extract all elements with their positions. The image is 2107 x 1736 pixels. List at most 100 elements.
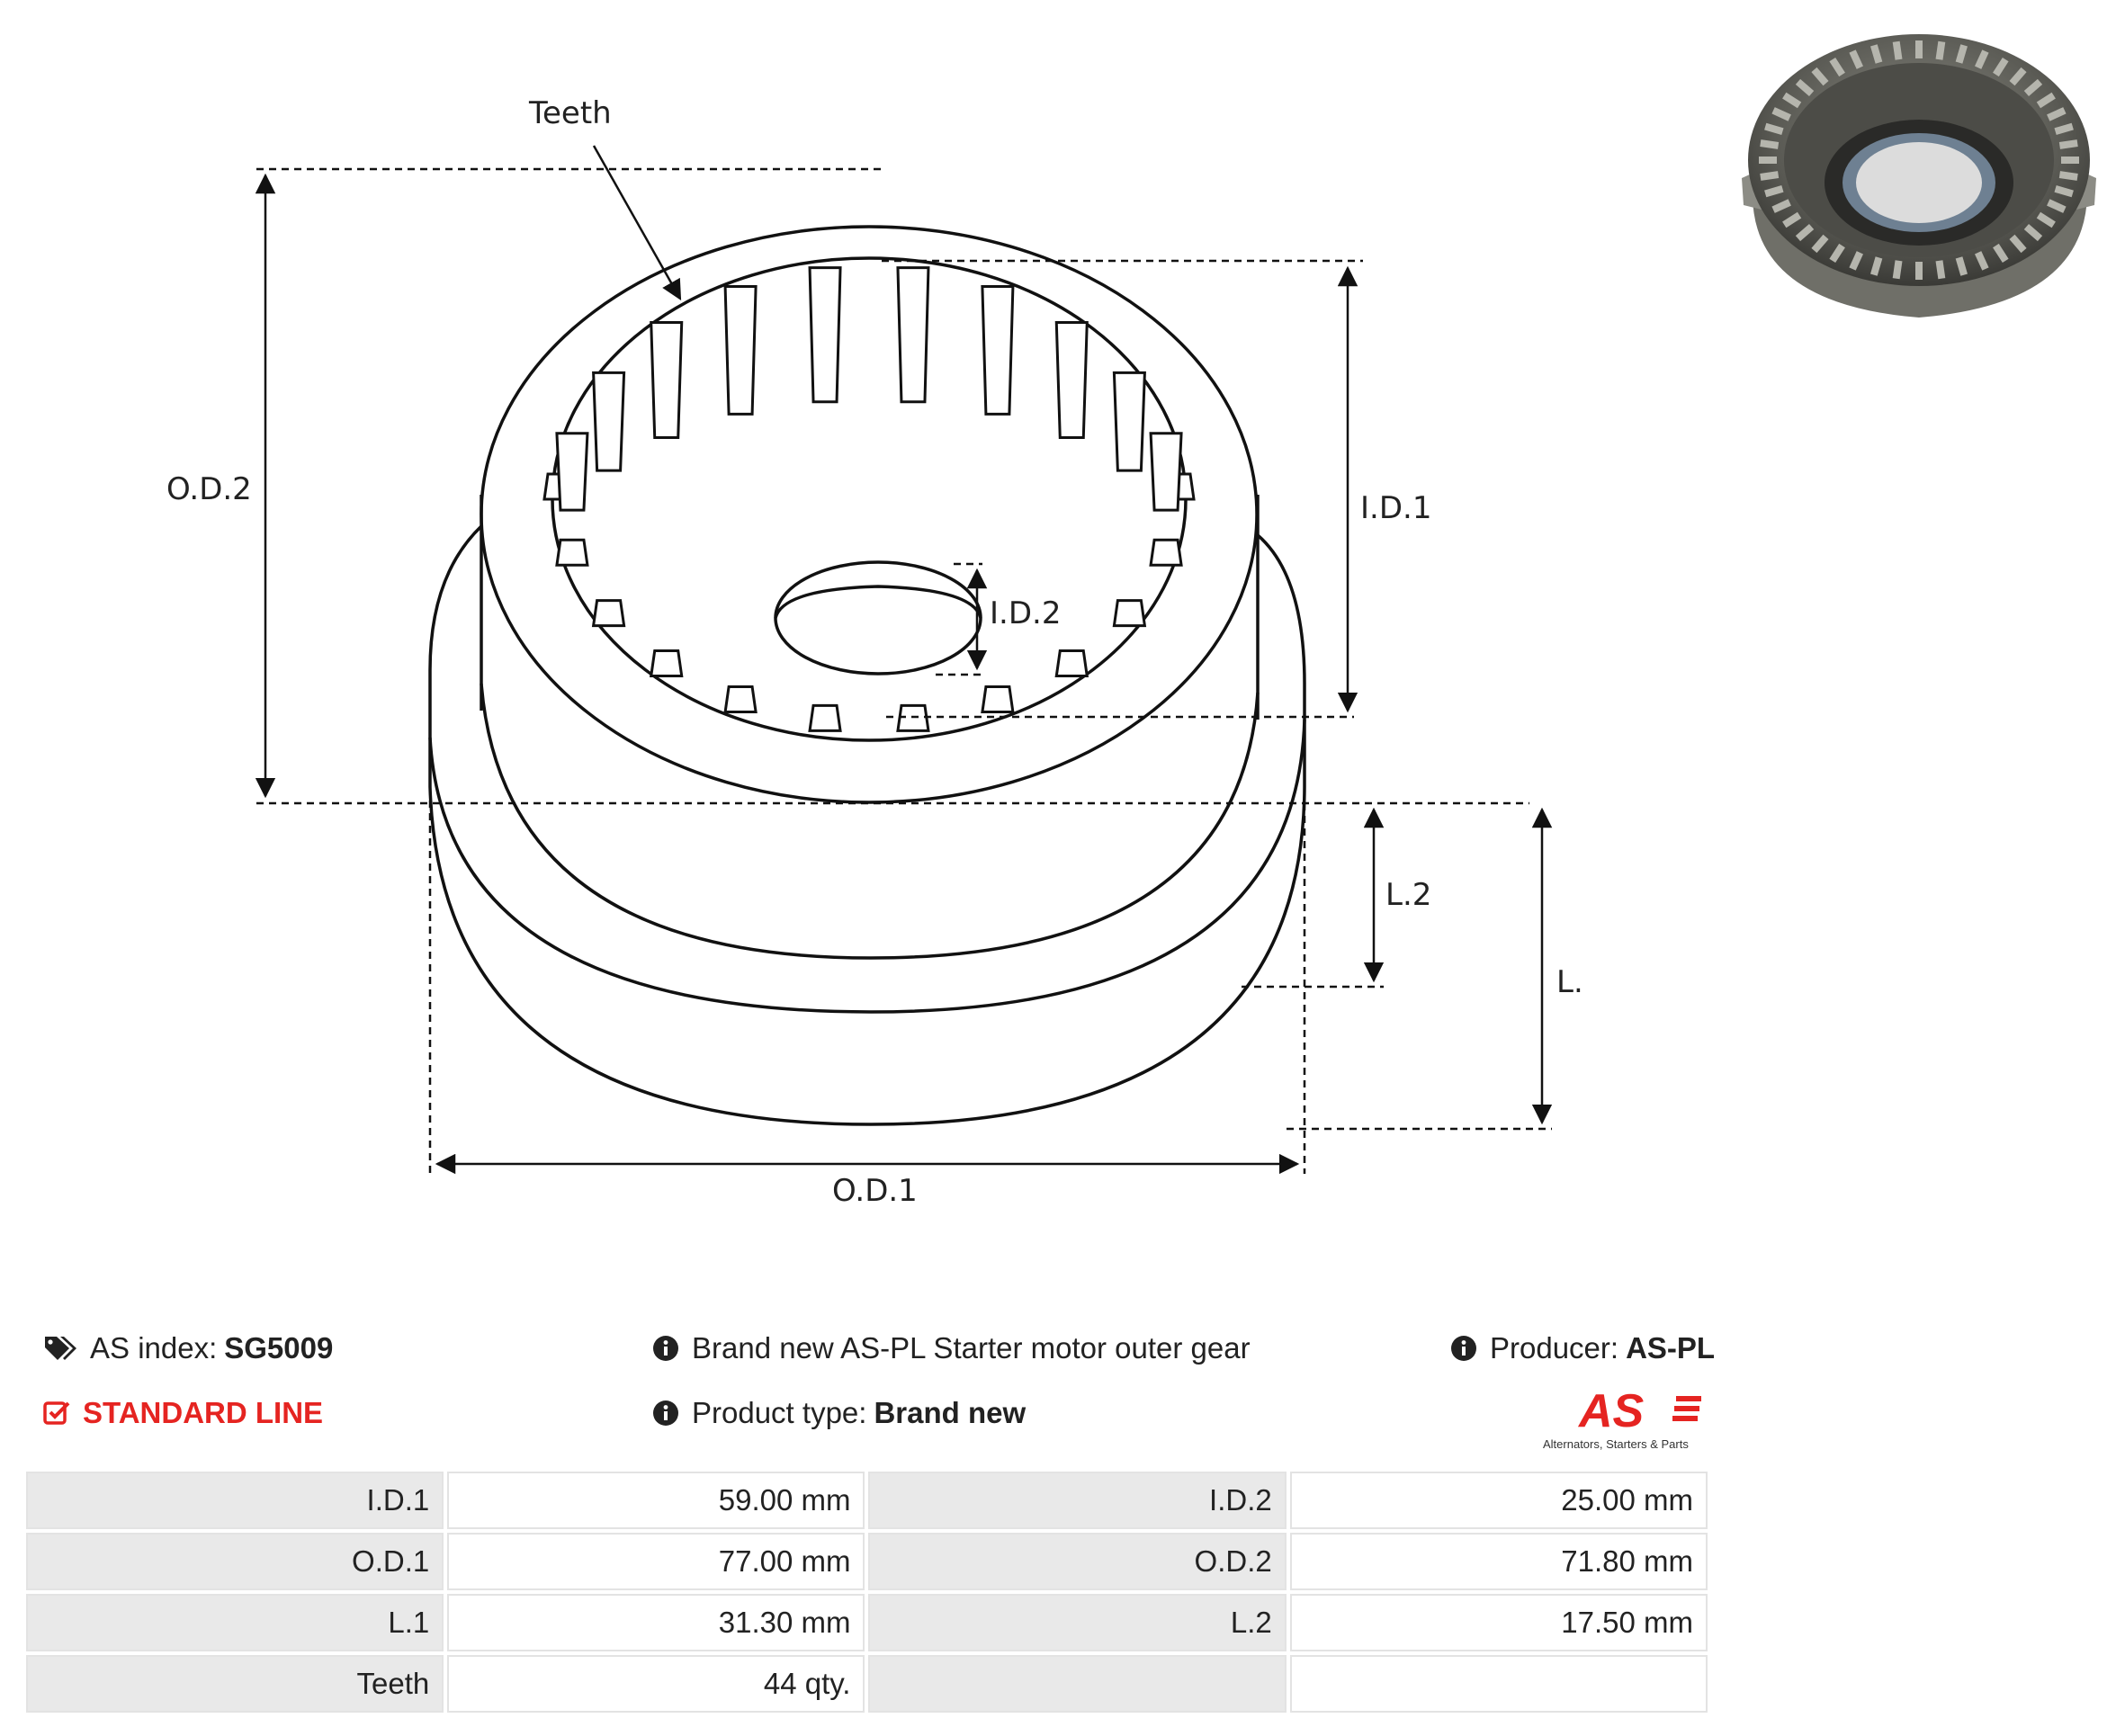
gear-tooth bbox=[591, 599, 626, 628]
spec-value: 71.80 mm bbox=[1289, 1533, 1708, 1590]
od1-label: O.D.1 bbox=[832, 1173, 918, 1209]
specifications-table: I.D.1 59.00 mm I.D.2 25.00 mm O.D.1 77.0… bbox=[22, 1468, 1711, 1716]
gear-tooth bbox=[723, 284, 758, 416]
as-index-value: SG5009 bbox=[224, 1331, 334, 1365]
gear-tooth bbox=[555, 432, 589, 512]
photo-gear-tooth bbox=[2036, 211, 2056, 228]
svg-text:AS: AS bbox=[1577, 1385, 1645, 1437]
gear-tooth bbox=[592, 371, 626, 472]
photo-gear-tooth bbox=[1915, 262, 1923, 280]
id1-label: I.D.1 bbox=[1360, 490, 1431, 526]
photo-gear-tooth bbox=[2054, 184, 2074, 198]
standard-line-badge: STANDARD LINE bbox=[43, 1396, 323, 1430]
photo-gear-tooth bbox=[1764, 184, 1784, 198]
photo-gear-tooth bbox=[1892, 40, 1903, 60]
info-icon bbox=[652, 1335, 679, 1362]
photo-gear-tooth bbox=[1993, 57, 2009, 77]
photo-gear-tooth bbox=[2009, 67, 2027, 86]
gear-flange-line bbox=[428, 719, 1306, 1014]
info-icon bbox=[652, 1400, 679, 1427]
photo-gear-tooth bbox=[1892, 260, 1903, 280]
gear-tooth bbox=[1112, 371, 1146, 472]
standard-line-text: STANDARD LINE bbox=[83, 1396, 324, 1429]
photo-gear-tooth bbox=[1849, 49, 1864, 69]
photo-gear-tooth bbox=[1935, 40, 1946, 60]
spec-label: L.1 bbox=[26, 1594, 444, 1651]
product-description: Brand new AS-PL Starter motor outer gear bbox=[652, 1331, 1251, 1365]
photo-gear-tooth bbox=[1795, 78, 1815, 97]
gear-tooth bbox=[1112, 599, 1147, 628]
spec-label: I.D.1 bbox=[26, 1472, 444, 1529]
spec-label: I.D.2 bbox=[868, 1472, 1287, 1529]
gear-tooth bbox=[896, 266, 930, 404]
spec-label: O.D.2 bbox=[868, 1533, 1287, 1590]
spec-value: 25.00 mm bbox=[1289, 1472, 1708, 1529]
photo-gear-tooth bbox=[1771, 107, 1791, 121]
photo-gear-tooth bbox=[1955, 44, 1968, 64]
spec-label: L.2 bbox=[868, 1594, 1287, 1651]
product-type-value: Brand new bbox=[874, 1396, 1027, 1429]
photo-gear-tooth bbox=[1870, 256, 1883, 276]
gear-tooth bbox=[808, 703, 842, 732]
description-text: Brand new AS-PL Starter motor outer gear bbox=[692, 1331, 1251, 1365]
od2-label: O.D.2 bbox=[166, 471, 252, 507]
photo-gear-tooth bbox=[1935, 260, 1946, 280]
photo-gear-tooth bbox=[2009, 234, 2027, 254]
photo-gear-tooth bbox=[1764, 122, 1784, 136]
photo-gear-tooth bbox=[1974, 251, 1989, 271]
photo-gear-tooth bbox=[1782, 92, 1802, 109]
producer-label: Producer: bbox=[1490, 1331, 1619, 1365]
gear-tooth bbox=[808, 266, 842, 404]
producer-value: AS-PL bbox=[1626, 1331, 1716, 1365]
photo-gear-tooth bbox=[2054, 122, 2074, 136]
info-icon bbox=[1450, 1335, 1477, 1362]
table-row: Teeth 44 qty. bbox=[26, 1655, 1708, 1713]
spec-value: 44 qty. bbox=[447, 1655, 865, 1713]
photo-gear-tooth bbox=[1760, 171, 1780, 181]
photo-gear-tooth bbox=[1760, 139, 1780, 149]
spec-value bbox=[1289, 1655, 1708, 1713]
inner-bore bbox=[551, 256, 1188, 742]
center-hole bbox=[774, 560, 982, 676]
spec-value: 31.30 mm bbox=[447, 1594, 865, 1651]
id2-label: I.D.2 bbox=[990, 595, 1061, 631]
teeth-callout-label: Teeth bbox=[528, 95, 612, 131]
spec-label: O.D.1 bbox=[26, 1533, 444, 1590]
gear-tooth bbox=[981, 284, 1015, 416]
gear-tooth bbox=[649, 649, 684, 677]
product-photo bbox=[1742, 34, 2096, 318]
photo-gear-tooth bbox=[1795, 223, 1815, 242]
table-row: O.D.1 77.00 mm O.D.2 71.80 mm bbox=[26, 1533, 1708, 1590]
tags-icon bbox=[43, 1335, 77, 1362]
gear-teeth bbox=[542, 266, 1196, 732]
photo-gear-tooth bbox=[2058, 139, 2078, 149]
product-type: Product type: Brand new bbox=[652, 1396, 1026, 1430]
photo-gear-tooth bbox=[2058, 171, 2078, 181]
gear-tooth bbox=[723, 685, 758, 714]
photo-gear-tooth bbox=[1993, 243, 2009, 264]
product-type-label: Product type: bbox=[692, 1396, 867, 1429]
photo-gear-tooth bbox=[1759, 157, 1777, 164]
spec-label bbox=[868, 1655, 1287, 1713]
photo-gear-tooth bbox=[2023, 223, 2043, 242]
gear-body-outline bbox=[428, 524, 1306, 1126]
gear-tooth bbox=[1054, 649, 1089, 677]
spec-value: 77.00 mm bbox=[447, 1533, 865, 1590]
photo-gear-tooth bbox=[1771, 199, 1791, 213]
photo-gear-tooth bbox=[1955, 256, 1968, 276]
gear-tooth bbox=[1054, 321, 1089, 440]
l1-label: L.1 bbox=[1556, 964, 1583, 1000]
photo-gear-tooth bbox=[1782, 211, 1802, 228]
photo-gear-tooth bbox=[1915, 40, 1923, 58]
checkbox-check-icon bbox=[43, 1400, 70, 1427]
l2-label: L.2 bbox=[1385, 877, 1431, 913]
photo-gear-tooth bbox=[2047, 107, 2067, 121]
gear-tooth bbox=[981, 685, 1015, 714]
photo-gear-tooth bbox=[1829, 57, 1845, 77]
spec-label: Teeth bbox=[26, 1655, 444, 1713]
photo-gear-tooth bbox=[1870, 44, 1883, 64]
photo-gear-tooth bbox=[1974, 49, 1989, 69]
outer-rim bbox=[480, 225, 1259, 804]
table-row: I.D.1 59.00 mm I.D.2 25.00 mm bbox=[26, 1472, 1708, 1529]
photo-gear-tooth bbox=[1811, 67, 1829, 86]
